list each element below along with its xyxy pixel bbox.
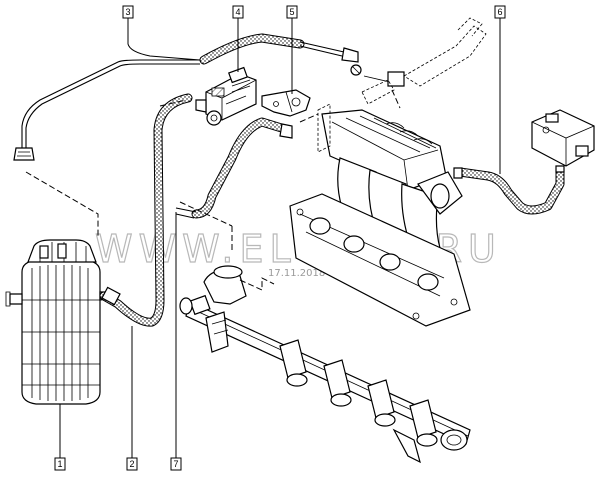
valve-part-4 — [195, 66, 257, 126]
hose-part-7 — [175, 117, 293, 219]
callout-2-label: 2 — [129, 459, 134, 469]
callout-4-label: 4 — [235, 7, 240, 17]
callout-4: 4 — [232, 5, 244, 19]
callout-1: 1 — [54, 457, 66, 471]
callout-2: 2 — [126, 457, 138, 471]
bracket-part-5 — [261, 89, 311, 117]
callout-5: 5 — [286, 5, 298, 19]
watermark-date: 17.11.2018 — [268, 268, 325, 279]
sensor-part-6 — [453, 109, 595, 215]
callout-6-label: 6 — [497, 7, 502, 17]
callout-6: 6 — [494, 5, 506, 19]
callout-1-label: 1 — [57, 459, 62, 469]
canister-part-1 — [5, 239, 113, 405]
callout-7: 7 — [170, 457, 182, 471]
hose-part-2 — [99, 93, 193, 327]
dashed-links — [25, 89, 401, 250]
callout-5-label: 5 — [289, 7, 294, 17]
callout-7-label: 7 — [173, 459, 178, 469]
callout-3-label: 3 — [125, 7, 130, 17]
pipe-part-3 — [13, 33, 362, 161]
fuel-rail — [179, 265, 471, 464]
callout-3: 3 — [122, 5, 134, 19]
leader-lines — [59, 18, 501, 458]
connector-to-manifold — [361, 17, 487, 105]
intake-manifold — [289, 103, 471, 327]
